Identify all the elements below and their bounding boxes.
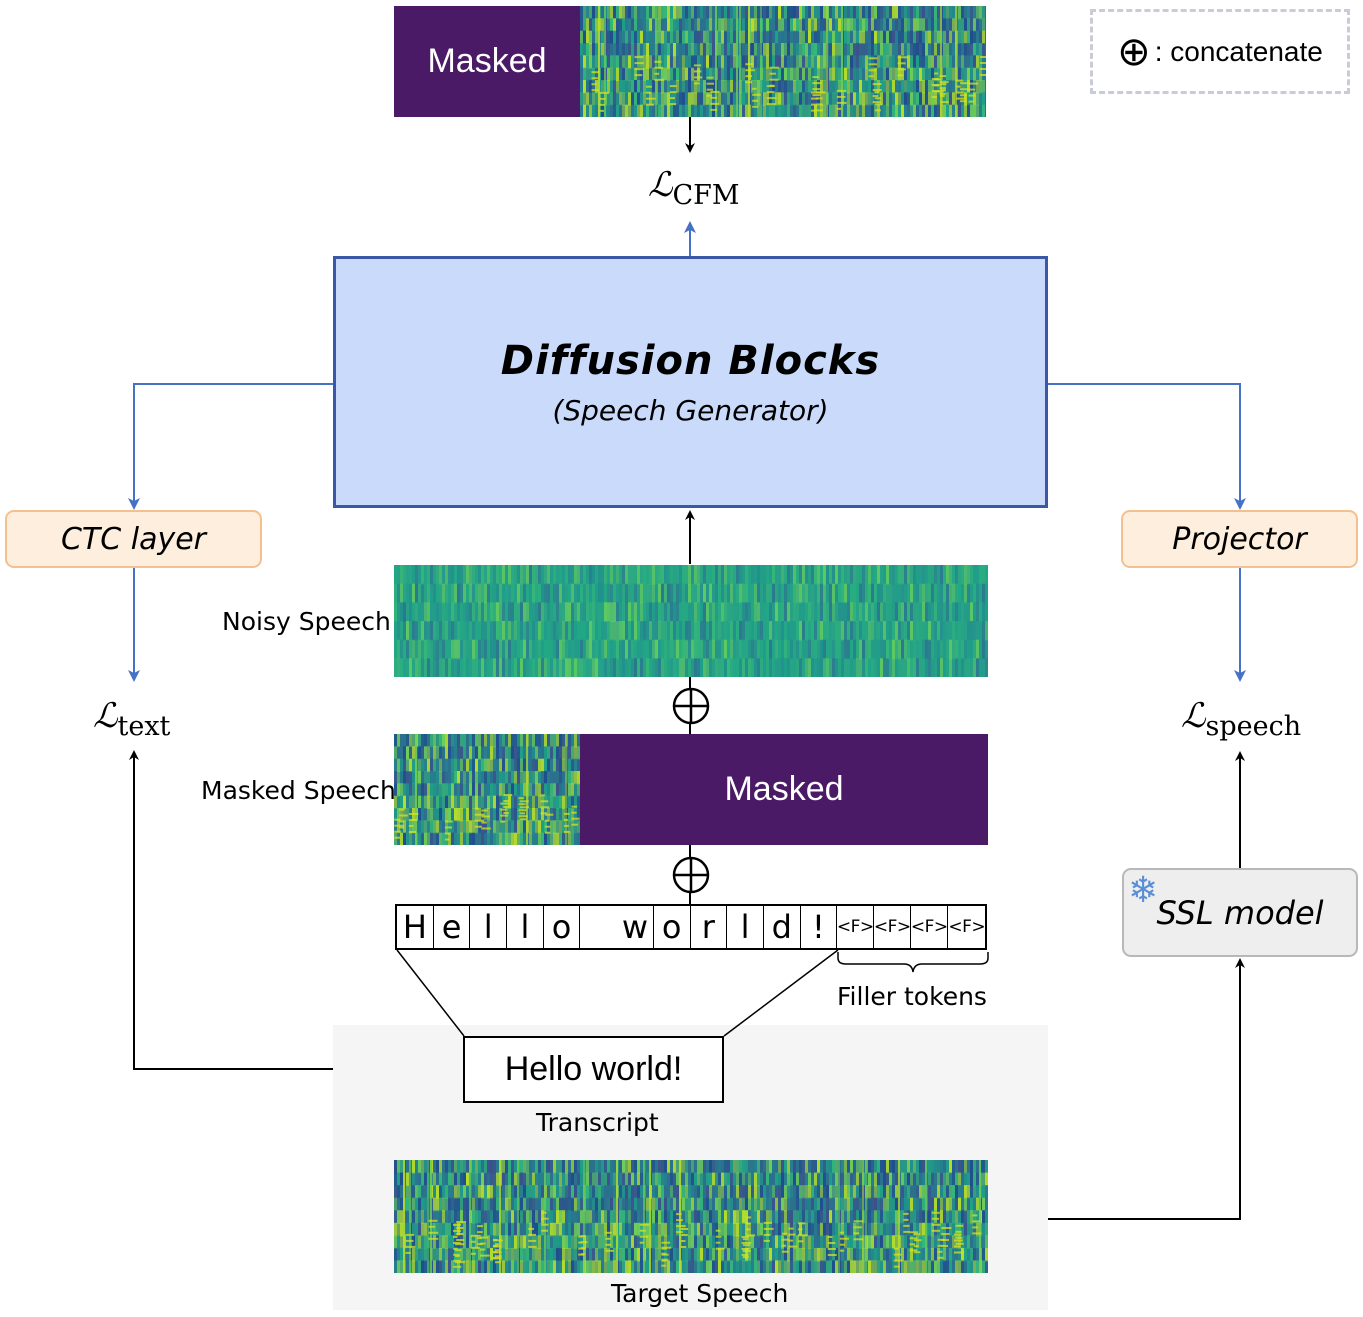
transcript-box: Hello world!	[463, 1036, 724, 1103]
char-token: e	[434, 906, 471, 948]
snowflake-icon: ❄	[1128, 870, 1159, 911]
filler-token: <F>	[911, 906, 949, 948]
diffusion-title: Diffusion Blocks	[500, 337, 881, 384]
legend-box: ⊕ : concatenate	[1090, 9, 1350, 94]
top-masked-label: Masked	[427, 42, 547, 80]
concat-symbol: ⊕	[1117, 29, 1151, 74]
filler-token: <F>	[837, 906, 875, 948]
legend-text: : concatenate	[1154, 35, 1323, 67]
transcript-caption: Transcript	[536, 1108, 659, 1137]
char-token: l	[507, 906, 544, 948]
char-token: !	[801, 906, 838, 948]
arrow-diffusion-to-projector	[1048, 383, 1246, 510]
arrow-target-to-ssl	[988, 958, 1245, 1220]
loss-text: ℒtext	[93, 696, 171, 742]
char-token: d	[764, 906, 801, 948]
target-spectrogram	[394, 1160, 988, 1273]
loss-speech: ℒspeech	[1181, 696, 1302, 742]
masked-speech-block: Masked	[580, 734, 988, 845]
arrow-diffusion-to-ctc	[128, 383, 333, 510]
char-token: l	[727, 906, 764, 948]
char-token: o	[544, 906, 581, 948]
char-token: w	[617, 906, 654, 948]
filler-token: <F>	[874, 906, 912, 948]
projector: Projector	[1121, 510, 1358, 568]
masked-speech-masked-label: Masked	[724, 770, 844, 808]
ssl-model: ❄ SSL model	[1122, 868, 1358, 957]
concat-symbol-1	[672, 687, 710, 725]
masked-speech-spectrogram	[394, 734, 580, 845]
char-token: H	[397, 906, 434, 948]
target-speech-label: Target Speech	[611, 1279, 789, 1308]
char-token: l	[470, 906, 508, 948]
filler-brace	[837, 952, 989, 973]
diffusion-blocks: Diffusion Blocks (Speech Generator)	[333, 256, 1048, 508]
ctc-layer: CTC layer	[5, 510, 262, 568]
masked-speech-label: Masked Speech	[201, 776, 396, 805]
noisy-spectrogram	[394, 565, 988, 677]
diffusion-subtitle: (Speech Generator)	[552, 393, 829, 427]
filler-tokens-label: Filler tokens	[837, 982, 987, 1011]
top-masked-block: Masked	[394, 6, 580, 117]
loss-cfm: ℒCFM	[648, 165, 740, 211]
char-token: o	[654, 906, 691, 948]
char-token: r	[691, 906, 728, 948]
noisy-speech-label: Noisy Speech	[222, 607, 391, 636]
top-spectrogram	[580, 6, 986, 117]
filler-token: <F>	[948, 917, 986, 937]
concat-symbol-2	[672, 856, 710, 894]
